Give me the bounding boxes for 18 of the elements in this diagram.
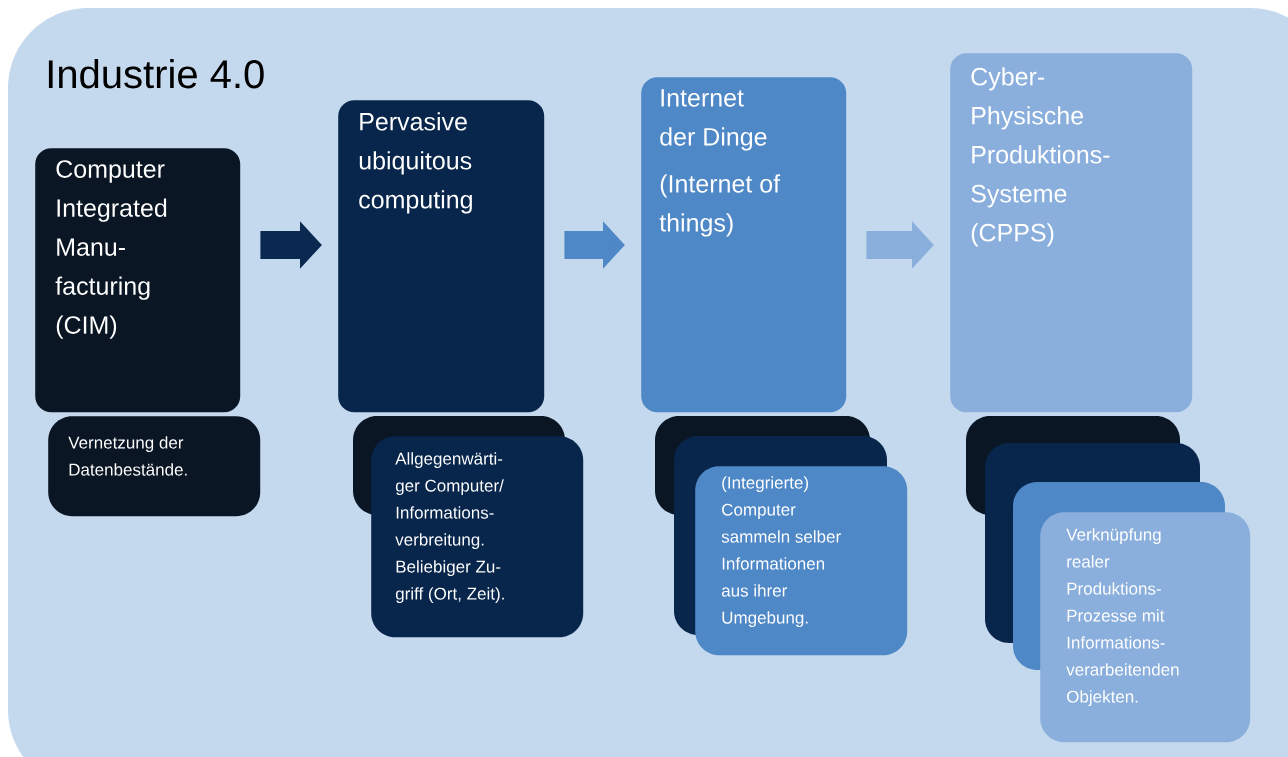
title: Industrie 4.0	[48, 59, 264, 89]
description-box	[48, 416, 261, 517]
process-box	[338, 100, 545, 413]
box-heading: Internet der Dinge	[660, 89, 767, 151]
box-heading: Computer Integrated Manu- facturing (CIM)	[55, 160, 167, 339]
description-box	[695, 466, 908, 656]
description-box	[371, 436, 584, 638]
process-box	[641, 77, 847, 413]
description-box	[1040, 512, 1251, 743]
process-box	[950, 53, 1193, 413]
box-heading: Vernetzung der Datenbestände.	[68, 436, 187, 476]
box-heading: Allgegenwärti- ger Computer/ Informations- verbreitung. Beliebiger Zu- griff (Ort, Zeit).	[395, 452, 504, 604]
box-heading: Pervasive ubiquitous computing	[359, 112, 472, 214]
box-subheading: (Internet of things)	[659, 174, 781, 237]
box-heading: (Integrierte) Computer sammeln selber Informationen aus ihrer Umgebung.	[721, 476, 841, 628]
process-box	[35, 148, 241, 413]
box-heading: Verknüpfung realer Produktions- Prozesse mit Informations- verarbeitenden Objekten.	[1066, 528, 1179, 707]
box-heading: Cyber- Physische Produktions- Systeme (CPPS)	[971, 67, 1110, 247]
